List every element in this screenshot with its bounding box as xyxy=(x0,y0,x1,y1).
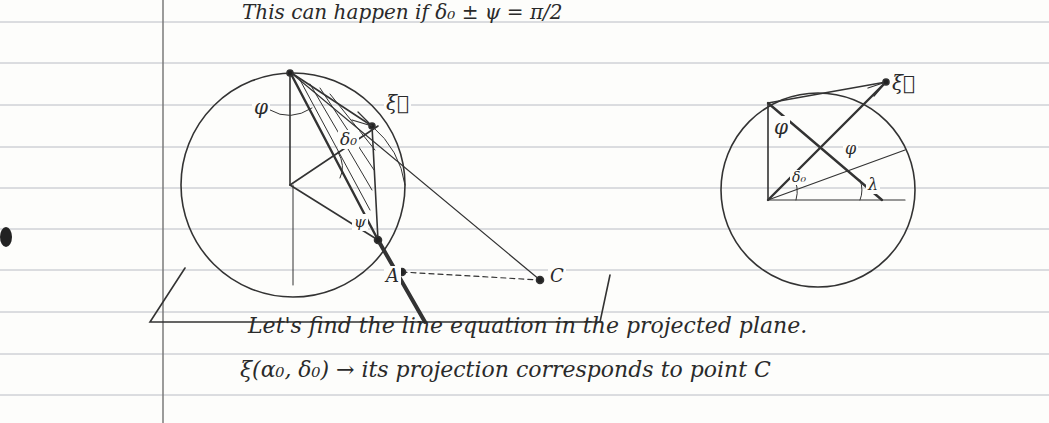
point-label: C xyxy=(548,266,566,286)
note-text: ξ(α₀, δ₀) → its projection corresponds t… xyxy=(238,358,773,382)
angle-label: δ₀ xyxy=(338,130,359,149)
angle-label: δ₀ xyxy=(790,170,808,185)
angle-label: φ xyxy=(252,96,270,118)
note-text: Let's find the line equation in the proj… xyxy=(246,314,809,338)
right-sphere-figure xyxy=(721,79,915,287)
vector-label: ξ⃗ xyxy=(890,72,917,94)
angle-label: φ xyxy=(843,140,858,158)
margin-line xyxy=(162,0,164,423)
point-label: A xyxy=(384,266,401,286)
vector-label: ξ⃗ xyxy=(384,92,411,114)
note-text: This can happen if δ₀ ± ψ = π/2 xyxy=(240,1,565,23)
angle-label: φ xyxy=(772,116,790,138)
left-sphere-figure xyxy=(150,70,610,322)
ruled-lines xyxy=(0,22,1049,395)
punch-hole xyxy=(0,227,12,247)
angle-label: λ xyxy=(866,176,880,194)
angle-label: ψ xyxy=(352,214,368,231)
